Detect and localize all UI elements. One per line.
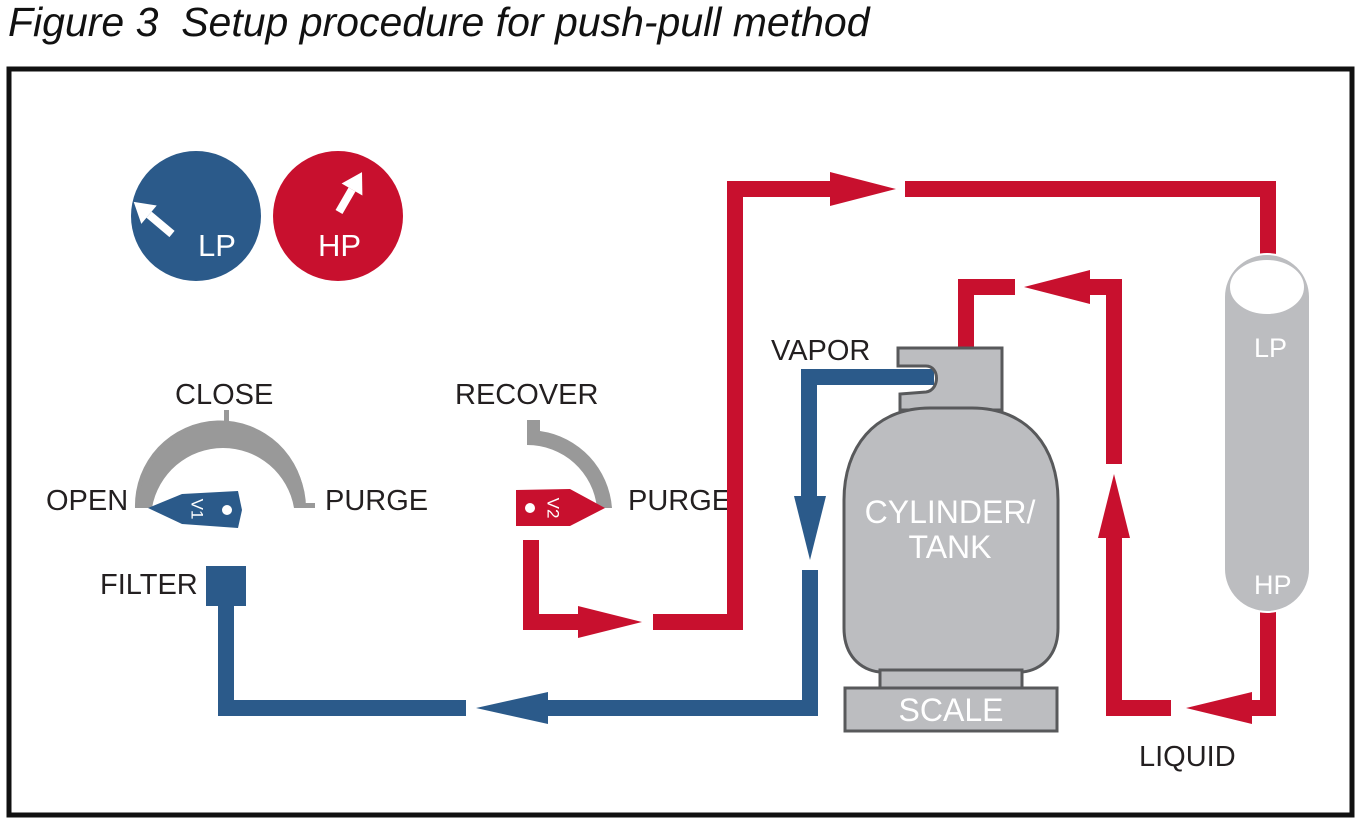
liquid-line-up <box>1106 536 1171 716</box>
figure-title: Figure 3 Setup procedure for push-pull m… <box>8 0 870 45</box>
valve-1-label: V1 <box>188 499 207 520</box>
diagram-frame <box>6 66 1355 818</box>
discharge-line-to-unit <box>905 181 1276 256</box>
recovery-unit-hp-label: HP <box>1254 570 1292 600</box>
hp-gauge-circle <box>273 151 403 281</box>
filter-box <box>206 566 246 606</box>
liquid-line <box>958 270 1276 724</box>
discharge-top-arrow-icon <box>830 172 896 206</box>
vapor-line-to-filter <box>548 570 818 716</box>
discharge-line-from-valve-2 <box>523 540 580 630</box>
recovery-unit: LP HP <box>1223 253 1311 613</box>
valve-2-label: V2 <box>544 498 563 519</box>
discharge-line <box>523 172 1276 638</box>
hp-needle-arrow-icon <box>335 172 363 214</box>
vapor-line-from-valve <box>801 369 934 498</box>
liquid-line-to-cylinder <box>958 279 1015 350</box>
recovery-unit-lp-label: LP <box>1254 333 1287 363</box>
liquid-up-arrow-icon <box>1098 474 1130 538</box>
discharge-right-arrow-icon <box>578 606 642 638</box>
scale-label: SCALE <box>899 692 1004 728</box>
recovery-unit-capsule[interactable] <box>1223 253 1311 613</box>
hp-gauge-label: HP <box>318 228 361 263</box>
valve-1-open-label: OPEN <box>46 485 128 517</box>
scale: SCALE <box>843 686 1059 733</box>
valve-1-handle[interactable] <box>148 491 242 528</box>
vapor-down-arrow-icon <box>794 496 826 560</box>
filter: FILTER <box>100 566 246 606</box>
valve-1-top-tick <box>224 410 229 426</box>
hp-gauge: HP <box>273 151 403 281</box>
cylinder-label-line-2: TANK <box>909 529 992 565</box>
cylinder-tank: CYLINDER/ TANK VAPOR <box>771 335 1060 692</box>
valve-2-purge-label: PURGE <box>628 485 731 517</box>
scale-base[interactable] <box>843 686 1059 733</box>
lp-gauge: LP <box>131 151 261 281</box>
vapor-line <box>218 369 934 724</box>
valve-2-handle[interactable] <box>516 489 605 526</box>
valve-2-recover-label: RECOVER <box>455 379 598 411</box>
valve-2-dot <box>525 503 535 513</box>
liquid-top-left-arrow-icon <box>1024 270 1090 304</box>
cylinder-label-line-1: CYLINDER/ <box>865 494 1036 530</box>
valve-1-close-label: CLOSE <box>175 379 273 411</box>
liquid-label: LIQUID <box>1139 741 1236 773</box>
liquid-line-from-unit <box>1250 612 1276 716</box>
liquid-left-arrow-icon <box>1186 692 1252 724</box>
vapor-left-arrow-icon <box>476 692 548 724</box>
lp-gauge-circle <box>131 151 261 281</box>
valve-2: V2 RECOVER PURGE <box>455 379 731 526</box>
discharge-line-up <box>653 181 832 630</box>
liquid-line-top <box>1088 279 1122 464</box>
valve-1-purge-label: PURGE <box>325 485 428 517</box>
recovery-unit-top-cap <box>1228 258 1306 316</box>
vapor-label: VAPOR <box>771 335 870 367</box>
filter-label: FILTER <box>100 569 198 601</box>
lp-needle-arrow-icon <box>133 201 175 238</box>
valve-2-dial-arc <box>527 420 612 508</box>
vapor-line-filter-return <box>218 606 466 716</box>
valve-1: V1 CLOSE OPEN PURGE <box>46 379 428 528</box>
valve-1-dot <box>222 505 232 515</box>
lp-gauge-label: LP <box>198 228 236 263</box>
